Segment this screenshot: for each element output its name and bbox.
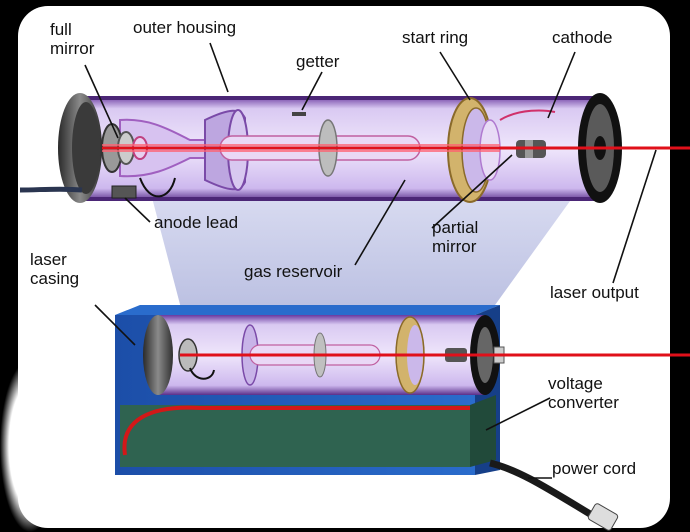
label-getter: getter xyxy=(296,52,340,71)
label-laser-casing: laser casing xyxy=(30,250,80,288)
label-start-ring: start ring xyxy=(402,28,469,47)
anode-lead-wire xyxy=(139,177,176,198)
label-cathode: cathode xyxy=(552,28,613,47)
label-anode-lead: anode lead xyxy=(154,213,239,232)
label-outer-housing: outer housing xyxy=(133,18,237,37)
label-partial-mirror: partial mirror xyxy=(432,218,479,256)
label-power-cord: power cord xyxy=(552,459,637,478)
label-gas-reservoir: gas reservoir xyxy=(244,262,343,281)
label-laser-output: laser output xyxy=(550,283,639,302)
power-cord xyxy=(489,459,602,524)
laser-casing-box xyxy=(115,305,500,315)
leader-lines xyxy=(84,42,657,479)
voltage-converter-block xyxy=(120,405,470,467)
label-full-mirror: full mirror xyxy=(50,20,95,58)
label-voltage-converter: voltage converter xyxy=(548,374,619,412)
